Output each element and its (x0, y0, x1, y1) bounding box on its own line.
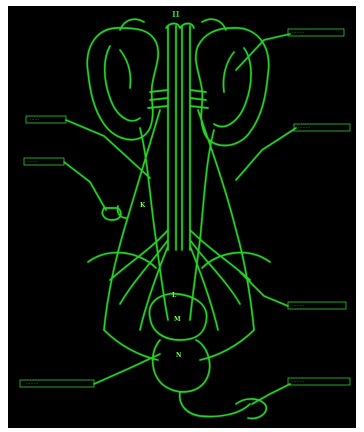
right-renal-vessels (190, 90, 208, 108)
leader-bottom-left (94, 354, 160, 384)
leader-mid-left (64, 162, 106, 210)
left-kidney (87, 28, 158, 140)
label-upper-left: ······ (30, 117, 39, 122)
right-ureter (190, 130, 214, 320)
label-bottom-right: ········ (292, 379, 305, 384)
urethra (180, 392, 250, 417)
label-mid-left: ······ (28, 159, 37, 164)
prostate (153, 340, 210, 392)
leader-top-right (236, 34, 290, 70)
leader-bottom-right (252, 384, 290, 404)
seminal-vesicle (236, 399, 266, 418)
label-mid-right: ········ (298, 125, 311, 130)
letter-n: N (176, 352, 181, 359)
plate-number: II (172, 9, 179, 19)
left-ureter (140, 128, 168, 320)
left-vas (104, 330, 158, 360)
right-kidney (196, 28, 269, 146)
label-bottom-left: ········ (26, 381, 39, 386)
letter-m: M (174, 316, 181, 323)
label-top-right: ········ (292, 30, 305, 35)
right-gonadal (198, 110, 254, 330)
label-lower-right: ········ (292, 303, 305, 308)
left-kidney-inner (105, 46, 140, 121)
letter-l: L (172, 292, 176, 299)
left-iliac (110, 230, 168, 330)
leader-mid-right (236, 128, 296, 180)
vena-cava (182, 26, 190, 250)
aorta (168, 26, 176, 250)
letter-k: K (140, 202, 145, 209)
